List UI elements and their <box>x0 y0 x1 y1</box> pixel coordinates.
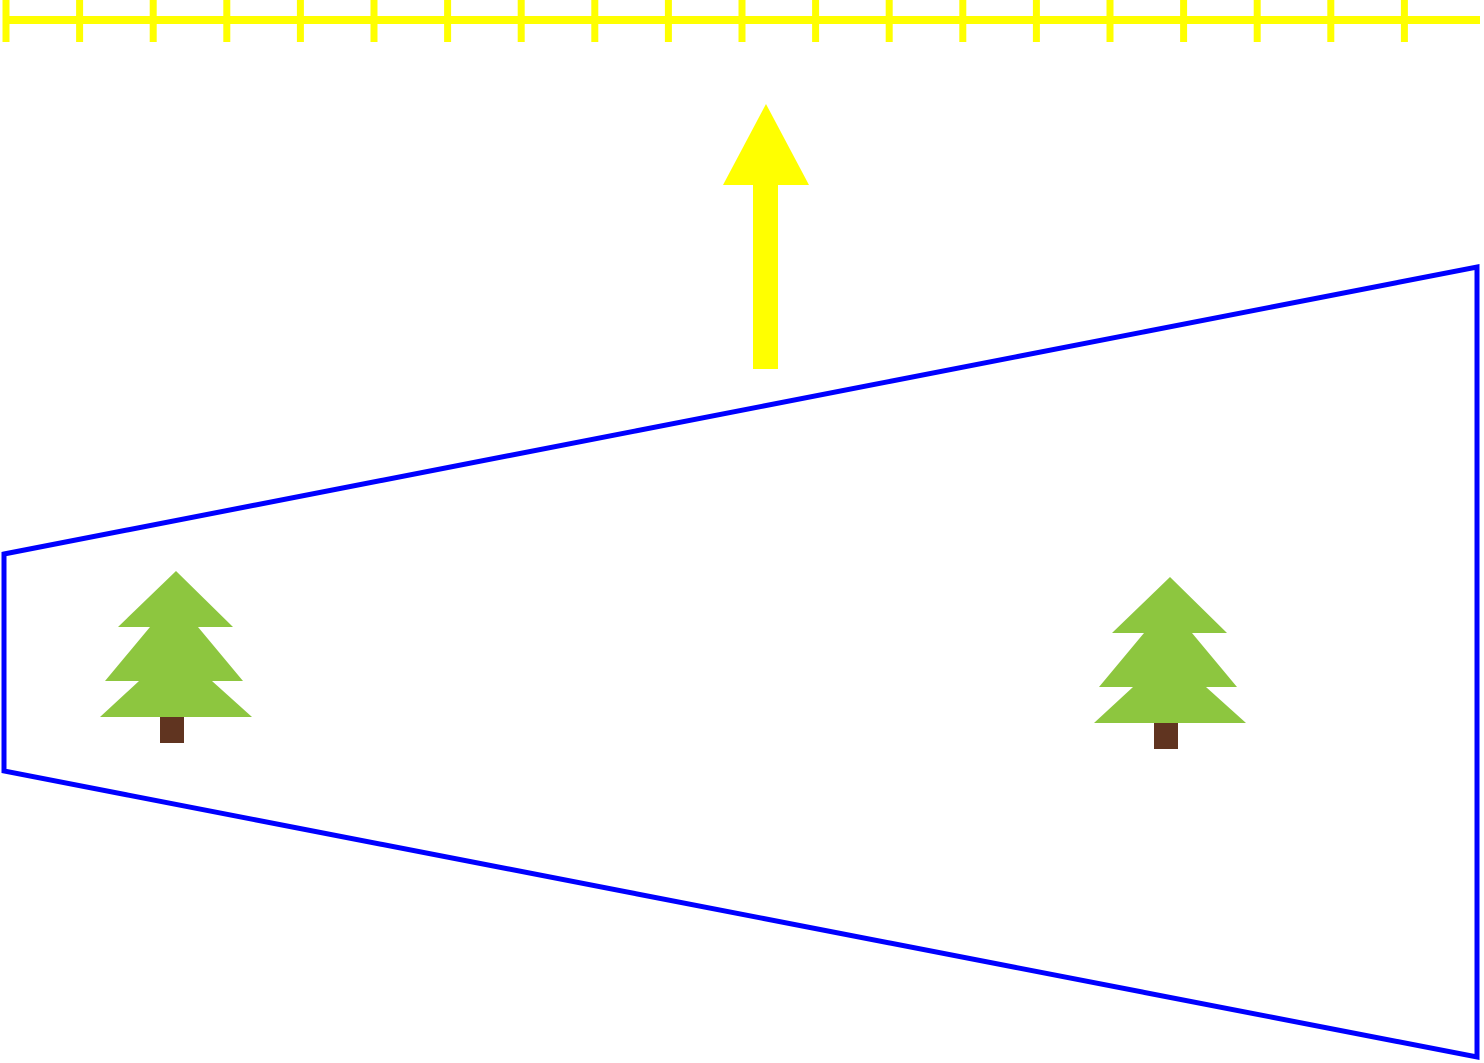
tree-trunk <box>160 716 184 743</box>
track-ticks <box>2 0 1408 42</box>
tree-foliage <box>100 571 252 717</box>
up-arrow-icon <box>723 104 809 369</box>
tree-trunk <box>1154 722 1178 749</box>
arrow-shaft <box>753 182 778 369</box>
arrow-head <box>723 104 809 185</box>
field-outline <box>1 263 1480 1061</box>
measuring-track <box>2 0 1480 42</box>
tree-icon <box>1094 577 1246 749</box>
tree-icon <box>100 571 252 743</box>
tree-foliage <box>1094 577 1246 723</box>
